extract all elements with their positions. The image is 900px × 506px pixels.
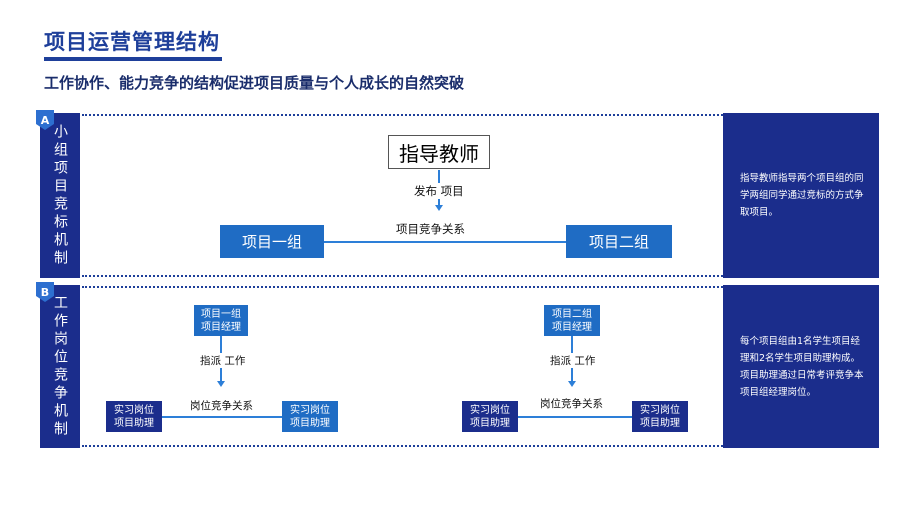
group2-assistant-b-box: 实习岗位 项目助理 [632, 401, 688, 432]
section-a: 小组项目竞标机制 A 指导教师 发布 项目 项目竞争关系 项目一组 项目二组 指… [36, 110, 879, 278]
teacher-box: 指导教师 [388, 135, 490, 169]
section-b-description-line2: 项目助理通过日常考评竞争本项目组经理岗位。 [740, 369, 864, 398]
group1-manager-box: 项目一组 项目经理 [194, 305, 248, 336]
section-b-description: 每个项目组由1名学生项目经理和2名学生项目助理构成。项目助理通过日常考评竞争本项… [723, 285, 879, 448]
group2-assign-arrow-icon [568, 381, 576, 387]
publish-label: 发布 项目 [412, 183, 466, 199]
group1-post-competition-line [162, 416, 282, 418]
section-a-dashed-frame: 指导教师 发布 项目 项目竞争关系 项目一组 项目二组 [82, 113, 770, 278]
group1-assistant-b-box: 实习岗位 项目助理 [282, 401, 338, 432]
group1-assign-label: 指派 工作 [198, 353, 248, 368]
group2-assistant-a-box: 实习岗位 项目助理 [462, 401, 518, 432]
group1-box: 项目一组 [220, 225, 324, 258]
section-b: 工作岗位竞争机制 B 项目一组 项目经理 指派 工作 岗位竞争关系 实习岗位 项… [36, 282, 879, 448]
group1-assistant-a-box: 实习岗位 项目助理 [106, 401, 162, 432]
section-b-badge: B [36, 282, 54, 302]
title-underline [44, 57, 222, 61]
section-b-side-label: 工作岗位竞争机制 [40, 285, 80, 448]
section-a-side-label: 小组项目竞标机制 [40, 113, 80, 278]
teacher-arrow-icon [435, 205, 443, 211]
group2-assign-label: 指派 工作 [548, 353, 598, 368]
group-competition-line [324, 241, 566, 243]
group2-post-competition-line [518, 416, 632, 418]
section-a-badge: A [36, 110, 54, 130]
section-b-dashed-frame: 项目一组 项目经理 指派 工作 岗位竞争关系 实习岗位 项目助理 实习岗位 项目… [82, 285, 770, 448]
section-b-description-line1: 每个项目组由1名学生项目经理和2名学生项目助理构成。 [740, 335, 861, 364]
section-a-description: 指导教师指导两个项目组的同学两组同学通过竞标的方式争取项目。 [723, 113, 879, 278]
group-competition-label: 项目竞争关系 [396, 222, 465, 236]
group1-assign-arrow-icon [217, 381, 225, 387]
group2-post-competition-label: 岗位竞争关系 [540, 398, 603, 410]
group2-box: 项目二组 [566, 225, 672, 258]
page-subtitle: 工作协作、能力竞争的结构促进项目质量与个人成长的自然突破 [44, 74, 465, 92]
group2-manager-box: 项目二组 项目经理 [544, 305, 600, 336]
page-title: 项目运营管理结构 [44, 30, 220, 54]
group1-post-competition-label: 岗位竞争关系 [190, 400, 253, 412]
